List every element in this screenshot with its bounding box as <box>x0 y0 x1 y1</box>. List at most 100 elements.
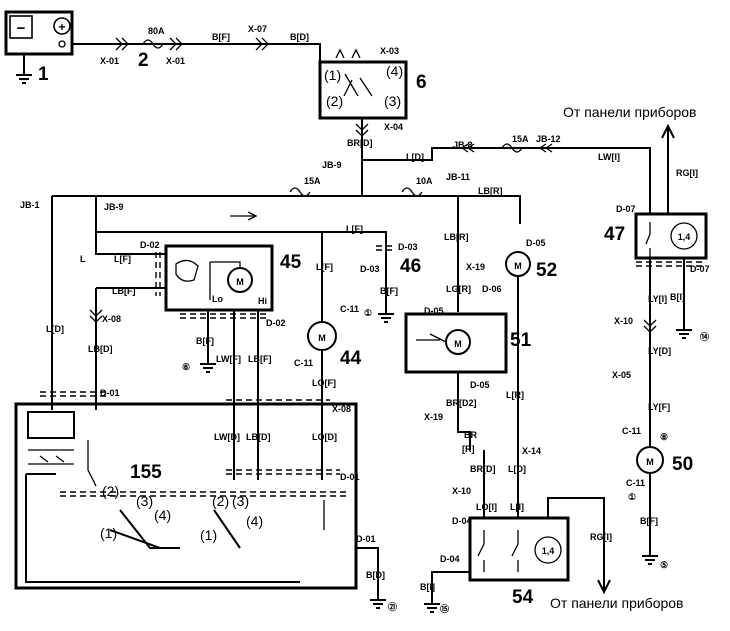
connector-d07-a: D-07 <box>616 204 636 214</box>
ground-1: ① <box>628 492 636 502</box>
sw-pos-3b: (3) <box>232 493 249 509</box>
wire-lf-3: L[F] <box>316 262 333 272</box>
wire-lgr: LG[R] <box>446 284 471 294</box>
wire-rgi: RG[I] <box>590 532 612 542</box>
motor-45-symbol: M <box>236 277 244 287</box>
wire-ld-3: L[D] <box>508 464 526 474</box>
connector-c11-a: C-11 <box>622 426 641 436</box>
wire-lw-1: LW[I] <box>598 152 620 162</box>
junction-jb1: JB-1 <box>20 200 40 210</box>
connector-x01-right: X-01 <box>166 56 185 66</box>
connector-x10-b: X-10 <box>452 486 471 496</box>
wire-lbr-1: LB[R] <box>478 186 503 196</box>
label-fuse-2: 2 <box>138 50 149 71</box>
wire-bf-1: B[F] <box>212 32 230 42</box>
connector-d04-a: D-04 <box>452 516 472 526</box>
sw-pos-1a: (1) <box>100 525 117 541</box>
wire-lbf: LB[F] <box>112 286 136 296</box>
ign-pos-1: (1) <box>324 67 341 83</box>
junction-jb8: JB-8 <box>453 140 473 150</box>
connector-d03-b: D-03 <box>360 264 380 274</box>
ground-21: ㉑ <box>388 601 397 612</box>
ground-14: ⑭ <box>700 331 709 342</box>
sw-pos-4a: (4) <box>154 507 171 523</box>
connector-d05-b: D-05 <box>424 306 444 316</box>
connector-d01-b: D-01 <box>340 472 360 482</box>
motor-lo: Lo <box>212 294 223 304</box>
label-relay-47: 47 <box>604 224 625 245</box>
wire-bi-1: B[I] <box>670 292 685 302</box>
wire-lyf: LY[F] <box>648 402 670 412</box>
connector-x04: X-04 <box>384 122 403 132</box>
connector-d05-a: D-05 <box>526 238 546 248</box>
caption-bottom: От панели приборов <box>550 595 684 611</box>
wire-lwd: LW[D] <box>214 432 240 442</box>
wire-lod: LO[D] <box>312 432 337 442</box>
ignition-switch: (1) (4) (2) (3) <box>318 48 408 120</box>
wire-lf-2: L[F] <box>114 254 131 264</box>
wire-lf-1: L[F] <box>346 224 363 234</box>
battery: − + <box>4 10 74 56</box>
wire-lbd-2: LB[D] <box>246 432 271 442</box>
connector-x14: X-14 <box>522 446 541 456</box>
connector-x10-a: X-10 <box>614 316 633 326</box>
wire-li: L[I] <box>510 502 524 512</box>
wire-lof: LO[F] <box>312 378 336 388</box>
wire-lbf-2: LB[F] <box>248 354 272 364</box>
wire-brd2: BR[D2] <box>446 398 477 408</box>
fuse-80a: 80A <box>148 26 165 36</box>
ground-1b: ① <box>364 308 372 318</box>
relay-54-coil: 1,4 <box>542 546 555 556</box>
motor-50-symbol: M <box>646 457 654 467</box>
sw-pos-2b: (2) <box>212 493 229 509</box>
motor-52-symbol: M <box>514 261 522 271</box>
junction-jb9-a: JB-9 <box>322 160 342 170</box>
junction-jb12: JB-12 <box>536 134 561 144</box>
label-switch-155: 155 <box>130 462 162 483</box>
ground-6: ⑥ <box>182 362 190 372</box>
relay-47: 1,4 <box>634 212 708 260</box>
svg-text:−: − <box>17 20 26 37</box>
sw-pos-2a: (2) <box>102 483 119 499</box>
wire-bi-2: B[I] <box>420 582 435 592</box>
ign-pos-3: (3) <box>384 93 401 109</box>
connector-d06: D-06 <box>482 284 502 294</box>
motor-hi: Hi <box>258 296 267 306</box>
sw-pos-1b: (1) <box>200 527 217 543</box>
motor-44-symbol: M <box>318 333 326 343</box>
ground-8: ⑧ <box>660 432 668 442</box>
connector-d01-c: D-01 <box>356 534 376 544</box>
wire-ly-1: LY[I] <box>648 294 667 304</box>
label-motor-50: 50 <box>672 454 693 475</box>
sw-pos-3a: (3) <box>136 493 153 509</box>
fuse-15a-a: 15A <box>512 134 529 144</box>
relay-54: 1,4 <box>468 516 570 582</box>
wire-rr: [R] <box>462 444 475 454</box>
wire-bd-2: B[D] <box>366 570 385 580</box>
connector-c11-c: C-11 <box>340 304 359 314</box>
connector-d04-b: D-04 <box>440 554 460 564</box>
wire-ld-2: L[D] <box>46 324 64 334</box>
wire-lbd: LB[D] <box>88 344 113 354</box>
ground-15: ⑮ <box>440 603 449 614</box>
connector-d03-a: D-03 <box>398 242 418 252</box>
connector-x19-a: X-19 <box>466 262 485 272</box>
label-motor-44: 44 <box>340 348 362 369</box>
junction-jb11: JB-11 <box>446 172 470 182</box>
label-battery: 1 <box>38 64 49 85</box>
wire-lr-1: L[R] <box>506 390 524 400</box>
label-46: 46 <box>400 256 421 277</box>
wire-lyd: LY[D] <box>648 346 671 356</box>
label-relay-54: 54 <box>512 587 534 608</box>
label-motor-51: 51 <box>510 330 532 351</box>
ign-pos-2: (2) <box>326 93 343 109</box>
connector-c11-d: C-11 <box>294 358 313 368</box>
connector-d02-a: D-02 <box>140 240 160 250</box>
connector-d07-b: D-07 <box>690 264 710 274</box>
fuse-15a-b: 15A <box>304 176 321 186</box>
svg-text:+: + <box>58 20 65 34</box>
ground-5: ⑤ <box>660 560 668 570</box>
caption-top: От панели приборов <box>563 104 697 120</box>
